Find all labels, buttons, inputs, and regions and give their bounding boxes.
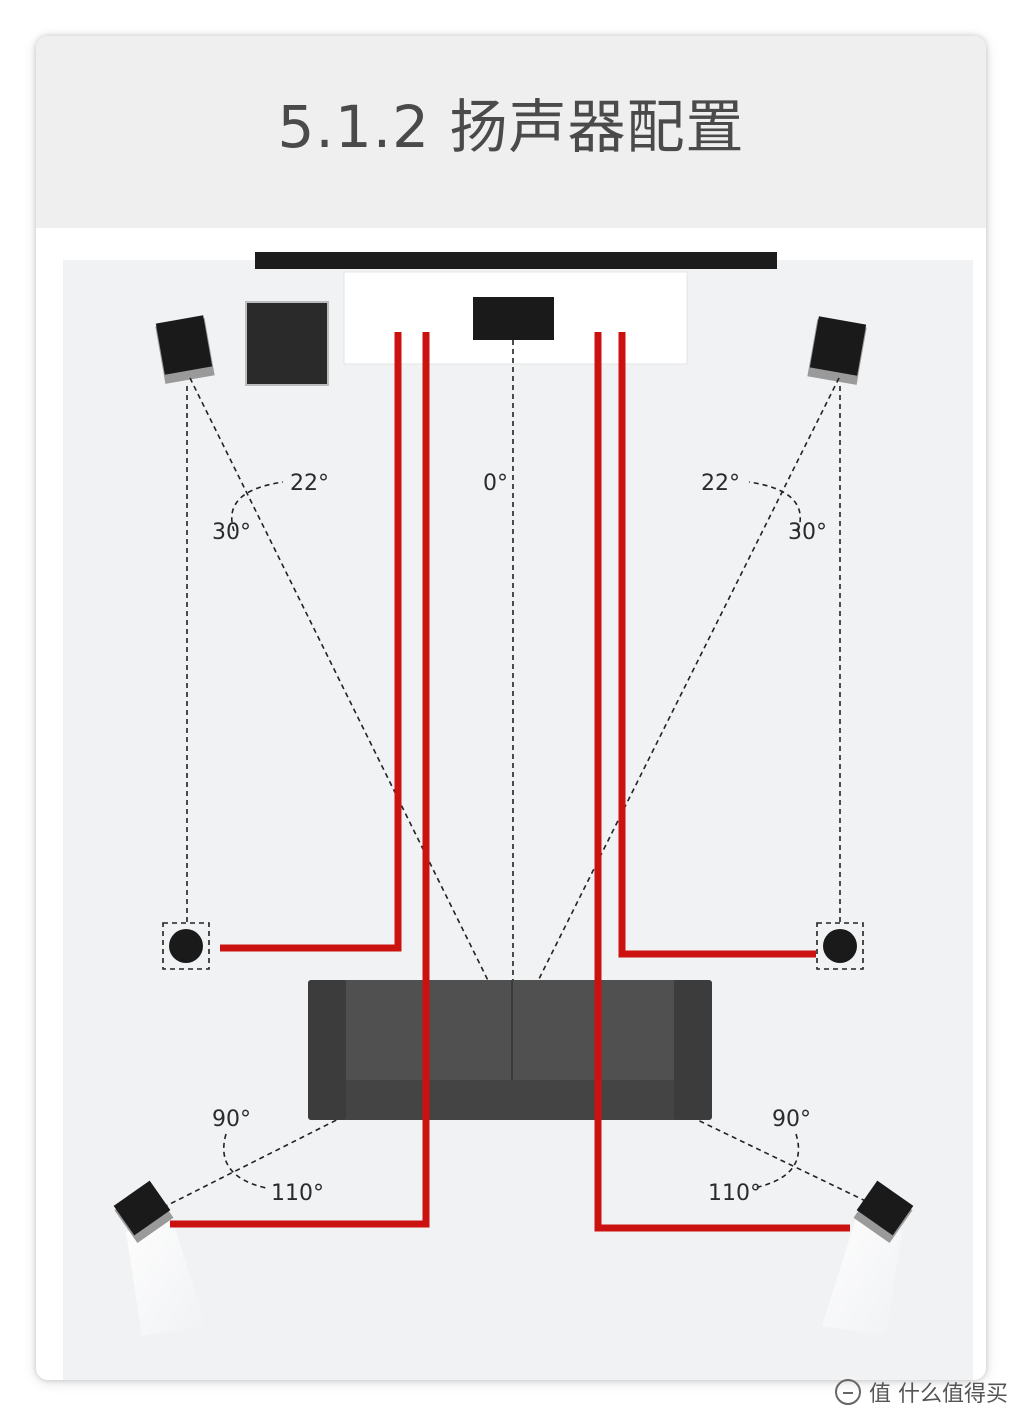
center-speaker	[473, 297, 554, 340]
angle-surround-right-inner: 90°	[772, 1107, 811, 1132]
surround-left-speaker	[113, 1180, 174, 1244]
smzdm-logo-icon	[835, 1379, 861, 1405]
angle-center: 0°	[483, 471, 508, 496]
angle-surround-left-outer: 110°	[271, 1181, 324, 1206]
room-floor	[63, 260, 973, 1380]
angle-front-right-inner: 22°	[701, 471, 740, 496]
wire-top-left	[220, 332, 402, 952]
tv-screen	[255, 252, 777, 269]
wire-top-right	[618, 332, 816, 958]
title-band: 5.1.2 扬声器配置	[36, 36, 986, 228]
diagram-title: 5.1.2 扬声器配置	[277, 93, 745, 161]
angle-surround-left-inner: 90°	[212, 1107, 251, 1132]
surround-right-beam	[822, 1212, 902, 1336]
speaker-wires	[170, 332, 850, 1232]
diagram-card: 5.1.2 扬声器配置	[36, 36, 986, 1380]
angle-front-left-outer: 30°	[212, 520, 251, 545]
top-right-height-speaker	[816, 922, 864, 970]
front-right-speaker	[807, 316, 867, 385]
watermark: 值 什么值得买	[835, 1374, 1008, 1410]
top-left-height-speaker	[162, 922, 210, 970]
surround-left-beam	[126, 1212, 206, 1336]
watermark-text: 值 什么值得买	[869, 1382, 1008, 1407]
surround-right-speaker	[853, 1180, 914, 1244]
front-left-speaker	[155, 315, 215, 384]
angle-surround-right-outer: 110°	[708, 1181, 761, 1206]
wire-surround-left	[170, 332, 430, 1228]
angle-front-right-outer: 30°	[788, 520, 827, 545]
angle-front-left-inner: 22°	[290, 471, 329, 496]
sofa	[308, 980, 712, 1120]
speaker-layout-diagram: 22° 30° 0° 22° 30° 90° 110° 90° 110°	[63, 252, 973, 1380]
subwoofer	[245, 301, 329, 386]
wire-surround-right	[594, 332, 850, 1232]
